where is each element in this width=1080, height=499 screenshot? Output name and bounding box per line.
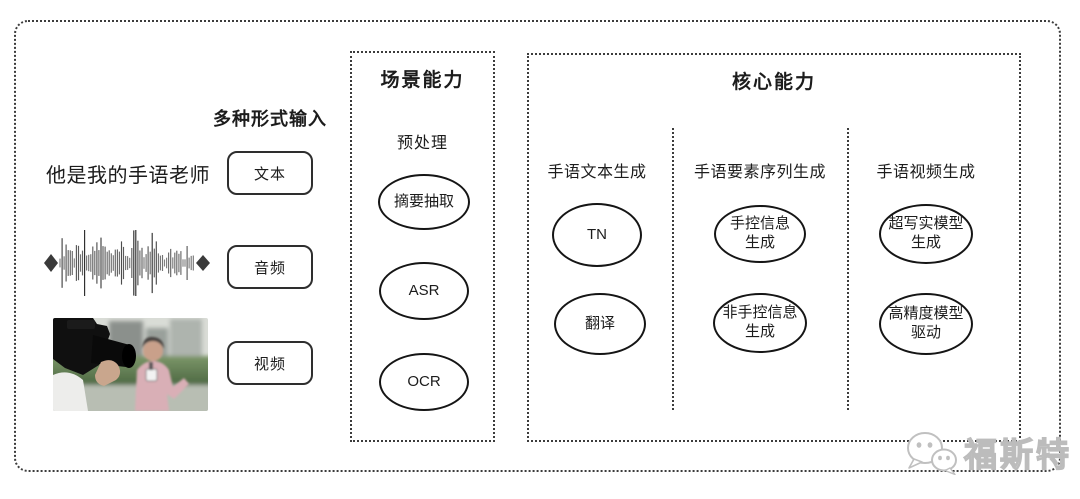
core-box-title: 核心能力	[731, 72, 816, 93]
scene-capability-box: 场景能力 预处理 摘要抽取 ASR OCR	[350, 51, 495, 442]
input-chip-text: 文本	[227, 151, 313, 195]
core-capability-box: 核心能力 手语文本生成 手语要素序列生成 手语视频生成 TN 翻译 手控信息 生…	[527, 53, 1021, 442]
node-tn: TN	[552, 203, 642, 267]
input-chip-video-label: 视频	[253, 355, 286, 373]
column-header-video-generation: 手语视频生成	[876, 164, 976, 181]
preprocess-label: 预处理	[396, 135, 448, 152]
node-asr: ASR	[379, 262, 469, 320]
input-chip-audio-label: 音频	[253, 259, 286, 277]
column-divider	[672, 128, 674, 410]
node-summary-extraction: 摘要抽取	[378, 174, 470, 230]
watermark: 福斯特	[905, 429, 1072, 475]
video-thumbnail	[53, 318, 208, 411]
input-chip-audio: 音频	[227, 245, 313, 289]
node-high-precision-model-driving: 高精度模型 驱动	[879, 293, 973, 355]
watermark-text: 福斯特	[963, 435, 1072, 473]
node-non-manual-info-generation: 非手控信息 生成	[713, 293, 807, 353]
scene-box-title: 场景能力	[380, 70, 465, 91]
node-translation: 翻译	[554, 293, 646, 355]
diagram-outer-frame	[14, 20, 1061, 472]
node-manual-info-generation: 手控信息 生成	[714, 205, 806, 263]
node-ocr: OCR	[379, 353, 469, 411]
audio-waveform-icon	[42, 227, 212, 299]
column-header-text-generation: 手语文本生成	[547, 164, 647, 181]
input-section-header: 多种形式输入	[213, 109, 327, 129]
column-divider	[847, 128, 849, 410]
node-hyperrealistic-model-generation: 超写实模型 生成	[879, 204, 973, 264]
reporter-figure	[135, 336, 189, 411]
sample-sentence-text: 他是我的手语老师	[46, 165, 210, 187]
column-header-element-sequence-generation: 手语要素序列生成	[693, 164, 826, 181]
input-chip-text-label: 文本	[253, 165, 286, 183]
input-chip-video: 视频	[227, 341, 313, 385]
wechat-logo-icon	[907, 432, 957, 475]
camera-figure	[53, 318, 136, 411]
